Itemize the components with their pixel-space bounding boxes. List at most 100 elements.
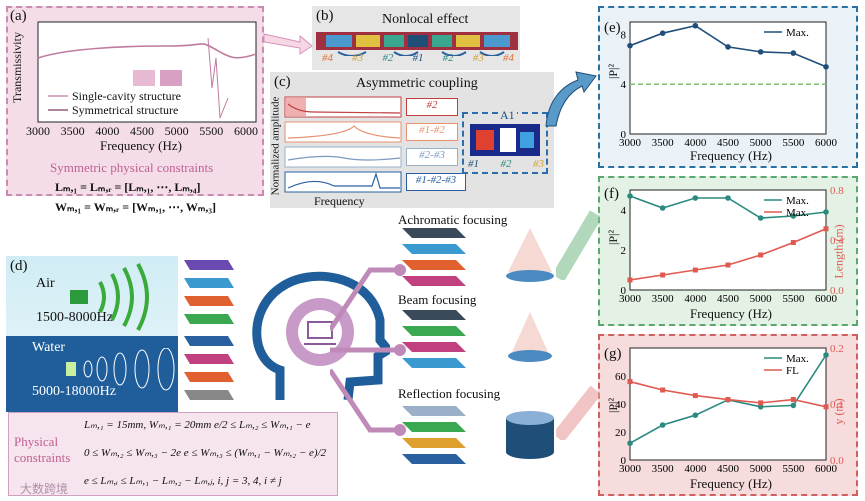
- y-right-tick-label: 0.8: [830, 185, 844, 197]
- panel-b-label: (b): [316, 8, 334, 24]
- panel-c-title: Asymmetric coupling: [356, 76, 478, 91]
- arrow-to-g: [556, 385, 600, 440]
- x-tick-label: 5000: [750, 293, 773, 305]
- data-point: [790, 402, 797, 409]
- panel-c-a1-tags: #1 #2 #3: [468, 158, 544, 170]
- data-point: [757, 215, 764, 221]
- panel-b-tags: #4 #3 #2 #1 #2 #3 #4: [322, 52, 514, 64]
- panel-a-eq2: Wₘ,₁ = Wₘ,ᵣ = [Wₘ,₁, ⋯, Wₘ,₃]: [55, 200, 216, 214]
- cell-tag: #2: [382, 52, 394, 64]
- data-point: [725, 397, 731, 403]
- data-point: [627, 440, 633, 446]
- legend-label: Max.: [786, 195, 809, 207]
- panel-c-a1-field: [470, 124, 540, 156]
- y-right-tick-label: 0.0: [830, 285, 844, 297]
- data-point: [725, 195, 731, 201]
- x-tick-label: 5000: [750, 137, 773, 149]
- x-tick-label: 5500: [782, 293, 805, 305]
- data-point: [823, 352, 829, 358]
- arrow-a-to-b: [263, 33, 313, 55]
- cell-tag: #2: [442, 52, 454, 64]
- x-tick-label: 4500: [717, 463, 740, 475]
- x-tick-label: 3500: [652, 463, 675, 475]
- y-tick-label: 0: [621, 455, 627, 467]
- panel-a-inset-sym: Sym.: [168, 58, 189, 69]
- xtick: 3000: [26, 124, 50, 138]
- y-tick-label: 0: [621, 129, 627, 141]
- panel-c-box-2-3: #2-#3: [406, 148, 458, 166]
- legend-label: Max.: [786, 207, 809, 219]
- y-tick-label: 60: [615, 371, 627, 383]
- data-point: [790, 397, 796, 403]
- data-point: [627, 379, 633, 385]
- y-tick-label: 20: [615, 427, 627, 439]
- cell-tag: #4: [322, 52, 333, 64]
- panel-c-xlabel: Frequency: [314, 194, 365, 208]
- data-point: [659, 422, 666, 428]
- panel-d-water-range: 5000-18000Hz: [32, 384, 116, 399]
- xtick: 5000: [164, 124, 189, 138]
- x-tick-label: 3000: [619, 293, 642, 305]
- x-tick-label: 3500: [652, 137, 675, 149]
- data-point: [757, 49, 764, 55]
- data-point: [692, 267, 698, 273]
- xtick: 4500: [129, 124, 154, 138]
- panel-a-chart: [37, 21, 257, 123]
- panel-f-label: (f): [604, 186, 619, 202]
- x-tick-label: 5500: [782, 137, 805, 149]
- cell-tag: #1: [412, 52, 424, 64]
- x-tick-label: 4500: [717, 293, 740, 305]
- focus-stacks: [402, 228, 466, 464]
- panel-d-water-waves: [66, 348, 175, 391]
- panel-f-xlabel: Frequency (Hz): [690, 306, 772, 321]
- panel-e-ylabel: |P|²: [606, 63, 621, 80]
- panel-b-structure: [316, 32, 518, 56]
- y-tick-label: 2: [621, 245, 627, 257]
- physical-constraints-title: Physical constraints: [14, 434, 71, 465]
- focus-label-reflection: Reflection focusing: [398, 386, 501, 401]
- box-label: #1-#2: [419, 124, 445, 136]
- x-tick-label: 6000: [815, 293, 838, 305]
- panel-g-xlabel: Frequency (Hz): [690, 476, 772, 491]
- watermark: 大数跨境: [20, 482, 69, 496]
- panel-a-inset-sin: Sin.: [138, 58, 154, 69]
- data-point: [659, 205, 666, 211]
- panel-a-legend-1: Single-cavity structure: [72, 89, 181, 103]
- data-point: [659, 30, 666, 36]
- panel-a-label: (a): [10, 8, 27, 24]
- data-point: [627, 193, 633, 199]
- legend-label: Max.: [786, 27, 809, 39]
- a1-tag: #3: [533, 158, 544, 170]
- data-point: [823, 209, 829, 215]
- panel-e-xlabel: Frequency (Hz): [690, 148, 772, 163]
- cell-tag: #3: [352, 52, 364, 64]
- y-right-tick-label: 0.1: [830, 399, 844, 411]
- data-point: [823, 226, 829, 232]
- data-point: [790, 213, 797, 219]
- y-tick-label: 4: [621, 79, 627, 91]
- data-point: [627, 42, 633, 49]
- x-tick-label: 4000: [684, 463, 707, 475]
- x-tick-label: 4500: [717, 137, 740, 149]
- xtick: 6000: [233, 124, 258, 138]
- data-point: [758, 400, 764, 406]
- panel-d-air-range: 1500-8000Hz: [36, 310, 113, 325]
- panel-a-xticks: 3000 3500 4000 4500 5000 5500 6000: [26, 124, 258, 139]
- physical-constraints-box: [8, 412, 338, 496]
- data-point: [758, 252, 764, 258]
- panel-c-amplitude-curves: [284, 96, 402, 193]
- data-point: [660, 272, 666, 278]
- panel-d-air-waves: [70, 263, 149, 331]
- x-tick-label: 3000: [619, 463, 642, 475]
- panel-d-air: Air: [36, 276, 55, 291]
- panel-a-legend-2: Symmetrical structure: [72, 103, 179, 117]
- panel-c-a1-label: A1: [498, 108, 517, 123]
- x-tick-label: 4000: [684, 137, 707, 149]
- legend-label: Max.: [786, 353, 809, 365]
- y-right-tick-label: 0.2: [830, 343, 844, 355]
- data-point: [692, 393, 698, 399]
- a1-tag: #2: [500, 158, 512, 170]
